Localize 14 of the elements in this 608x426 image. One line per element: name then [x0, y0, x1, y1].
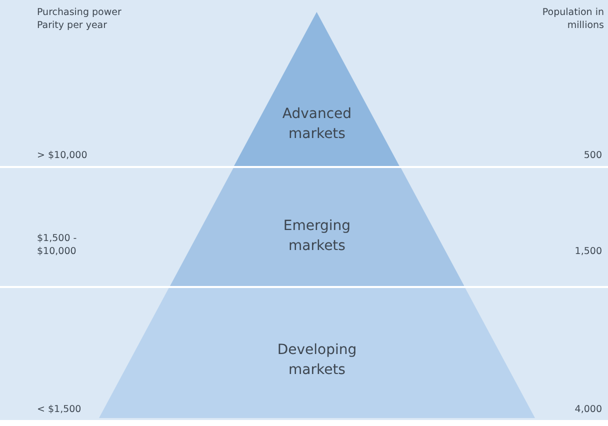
tier-label: Developing markets: [276, 341, 358, 380]
income-label: $1,500 - $10,000: [37, 232, 78, 258]
pyramid-tier: [234, 12, 400, 166]
pyramid-tier: [170, 168, 464, 286]
pyramid-tier: [99, 288, 535, 418]
tier-label: Emerging markets: [282, 217, 352, 256]
axis-title: Purchasing power Parity per year: [37, 6, 122, 32]
income-label: > $10,000: [37, 149, 88, 162]
population-value: 1,500: [574, 245, 602, 258]
population-value: 4,000: [574, 403, 602, 416]
income-label: < $1,500: [37, 403, 82, 416]
population-value: 500: [582, 149, 602, 162]
tier-label: Advanced markets: [281, 105, 353, 144]
axis-title: Population in millions: [541, 6, 604, 32]
